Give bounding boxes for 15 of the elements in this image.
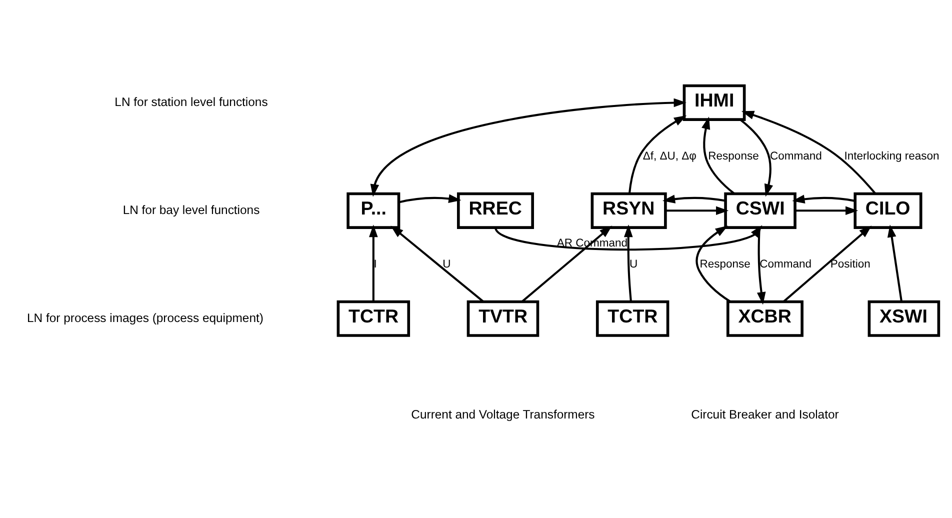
edge-label: Response xyxy=(708,150,759,163)
edge-label: Δf, ΔU, Δφ xyxy=(642,150,696,163)
edge-label: U xyxy=(442,258,451,271)
label: Circuit Breaker and Isolator xyxy=(691,408,839,422)
edge-label: Position xyxy=(830,258,870,271)
edge-label: U xyxy=(629,258,638,271)
label: Current and Voltage Transformers xyxy=(411,408,595,422)
edge-label: Command xyxy=(770,150,822,163)
edge-label: Interlocking reason xyxy=(844,150,940,163)
edge-label: I xyxy=(374,258,377,271)
label: LN for station level functions xyxy=(114,94,268,109)
label: LN for process images (process equipment) xyxy=(27,310,264,325)
edge-label: Response xyxy=(700,258,750,271)
edge-label: Command xyxy=(760,258,812,271)
label: LN for bay level functions xyxy=(122,202,260,217)
